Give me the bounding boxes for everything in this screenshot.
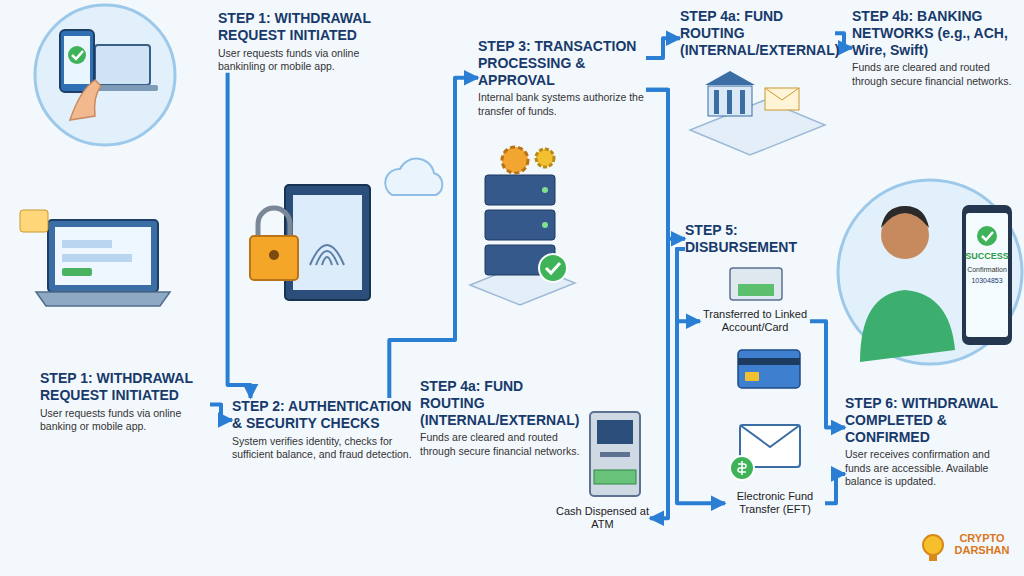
step-text: STEP 5: DISBURSEMENT (685, 222, 845, 256)
step-heading: STEP 4b: BANKING NETWORKS (e.g., ACH, Wi… (852, 8, 1017, 58)
step-heading: STEP 5: DISBURSEMENT (685, 222, 845, 256)
step-heading: STEP 1: WITHDRAWAL REQUEST INITIATED (40, 370, 210, 404)
step-caption: Electronic Fund Transfer (EFT) (725, 490, 825, 516)
step-text: STEP 1: WITHDRAWAL REQUEST INITIATED User… (40, 370, 210, 433)
step-heading: Transferred to Linked Account/Card (700, 308, 810, 334)
step-caption: Cash Dispensed at ATM (555, 505, 650, 531)
flow-arrow (677, 249, 725, 503)
step-heading: STEP 4a: FUND ROUTING (INTERNAL/EXTERNAL… (680, 8, 835, 58)
flow-arrow (389, 78, 478, 398)
step-heading: Cash Dispensed at ATM (555, 505, 650, 531)
confirmation-text: Confirmation (964, 266, 1010, 274)
step-description: Internal bank systems authorize the tran… (478, 91, 646, 117)
flow-arrow (677, 249, 700, 321)
step-text: STEP 6: WITHDRAWAL COMPLETED & CONFIRMED… (845, 395, 1015, 488)
step-heading: STEP 1: WITHDRAWAL REQUEST INITIATED (218, 10, 393, 44)
flow-arrow (835, 33, 852, 48)
flow-arrow (210, 405, 232, 420)
step-text: STEP 1: WITHDRAWAL REQUEST INITIATED User… (218, 10, 393, 73)
step-description: User requests funds via online banking o… (40, 407, 210, 433)
step-text: STEP 4a: FUND ROUTING (INTERNAL/EXTERNAL… (680, 8, 835, 58)
step-text: STEP 2: AUTHENTICATION & SECURITY CHECKS… (232, 398, 417, 461)
flow-arrow (825, 474, 845, 503)
flow-arrow (646, 38, 680, 58)
status-text: SUCCESS (964, 252, 1010, 262)
flow-arrow (646, 90, 668, 518)
step-description: User requests funds via online bankinlin… (218, 47, 393, 73)
flow-arrow (810, 321, 845, 427)
step-heading: STEP 2: AUTHENTICATION & SECURITY CHECKS (232, 398, 417, 432)
step-description: System verifies identity, checks for suf… (232, 435, 417, 461)
step-description: User receives confirmation and funds are… (845, 448, 1015, 487)
step-heading: Electronic Fund Transfer (EFT) (725, 490, 825, 516)
step-text: STEP 4b: BANKING NETWORKS (e.g., ACH, Wi… (852, 8, 1017, 88)
step-text: STEP 4a: FUND ROUTING (INTERNAL/EXTERNAL… (420, 378, 580, 458)
flow-arrow (228, 73, 251, 398)
step-heading: STEP 3: TRANSACTION PROCESSING & APPROVA… (478, 38, 646, 88)
step-text: STEP 3: TRANSACTION PROCESSING & APPROVA… (478, 38, 646, 118)
logo-text: CRYPTO DARSHAN (946, 532, 1018, 556)
flow-arrow (646, 90, 685, 239)
step-heading: STEP 6: WITHDRAWAL COMPLETED & CONFIRMED (845, 395, 1015, 445)
step-description: Funds are cleared and routed through sec… (420, 431, 580, 457)
step-description: Funds are cleared and routed through sec… (852, 61, 1017, 87)
step-caption: Transferred to Linked Account/Card (700, 308, 810, 334)
step-heading: STEP 4a: FUND ROUTING (INTERNAL/EXTERNAL… (420, 378, 580, 428)
confirmation-number: 10304853 (964, 277, 1010, 285)
